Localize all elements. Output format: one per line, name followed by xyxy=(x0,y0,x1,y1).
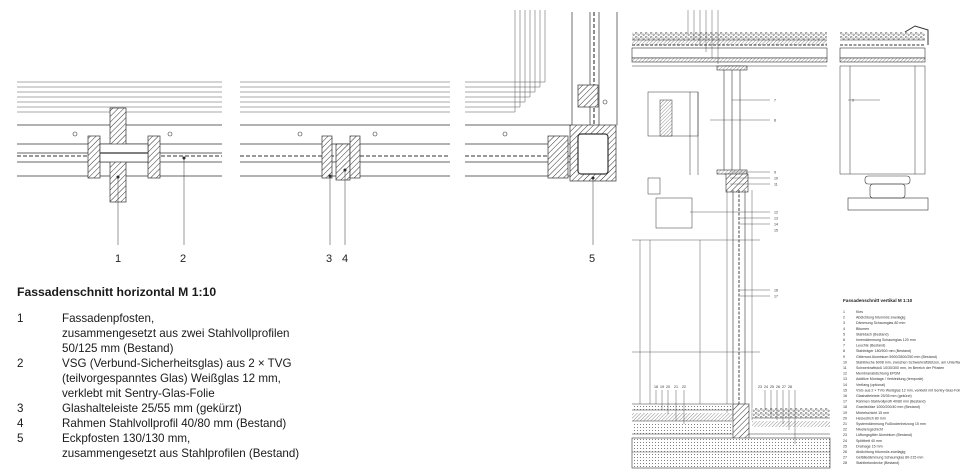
vlegend-number: 16 xyxy=(843,394,847,398)
vcallout-15: 15 xyxy=(774,229,778,233)
callout-3: 3 xyxy=(326,253,332,265)
vcallout-13: 13 xyxy=(774,217,778,221)
vlegend-text: VSG aus 2 × TVG Weißglas 12 mm, verklebt… xyxy=(856,388,960,392)
vcallout-7: 7 xyxy=(774,99,776,103)
vlegend-text: Systemdämmung Fußbodenheizung 15 mm xyxy=(856,422,926,426)
vlegend-number: 24 xyxy=(843,439,847,443)
vlegend-text: Membranabdichtung EPDM xyxy=(856,372,900,376)
vlegend-text: Granitstütze 1000/200/40 mm (Bestand) xyxy=(856,405,920,409)
vlegend-number: 7 xyxy=(843,344,845,348)
vlegend-text: Mörtelschicht 15 mm xyxy=(856,411,889,415)
vcallout-9-left: 9 xyxy=(852,99,854,103)
vlegend-number: 10 xyxy=(843,360,847,364)
vlegend-text: Abdichtung bitumnös zweilagig xyxy=(856,450,905,454)
vertical-callouts: 7 8 9 9 10 11 12 13 14 15 16 17 18 19 20… xyxy=(654,99,854,390)
vcallout-22: 22 xyxy=(682,385,686,389)
vlegend-number: 28 xyxy=(843,461,847,465)
vlegend-number: 14 xyxy=(843,383,847,387)
vlegend-number: 19 xyxy=(843,411,847,415)
vlegend-text: Stahldach (Bestand) xyxy=(856,332,889,336)
horizontal-detail-mullion xyxy=(17,81,222,245)
vlegend-number: 1 xyxy=(843,310,845,314)
vcallout-26: 26 xyxy=(776,385,780,389)
vlegend-number: 5 xyxy=(843,332,845,336)
vlegend-text: Abdichtung bitumnös zweilagig xyxy=(856,316,905,320)
vlegend-number: 11 xyxy=(843,366,847,370)
vlegend-text: Kies xyxy=(856,310,863,314)
vcallout-11: 11 xyxy=(774,183,778,187)
vlegend-text: Bitumen xyxy=(856,327,869,331)
vlegend-text: Glashalteleiste 25/35 mm (gekürzt) xyxy=(856,394,912,398)
vlegend-number: 18 xyxy=(843,405,847,409)
vcallout-8: 8 xyxy=(774,119,776,123)
vlegend-number: 8 xyxy=(843,349,845,353)
callout-1: 1 xyxy=(115,253,121,265)
vlegend-number: 22 xyxy=(843,428,847,432)
callout-2: 2 xyxy=(180,253,186,265)
vlegend-text: Stahlbleche 6008 mm, zwischen Schwerkraf… xyxy=(856,360,960,364)
vcallout-17: 17 xyxy=(774,295,778,299)
vlegend-number: 9 xyxy=(843,355,845,359)
vcallout-12: 12 xyxy=(774,211,778,215)
vlegend-text: Verfiang (optional) xyxy=(856,383,885,387)
vlegend-number: 3 xyxy=(843,321,845,325)
vlegend-number: 17 xyxy=(843,400,847,404)
vlegend-text: Dämmung Schaumglas 80 mm xyxy=(856,321,905,325)
vcallout-20: 20 xyxy=(666,385,670,389)
vlegend-text: Stahlbetondecke (Bestand) xyxy=(856,461,899,465)
vlegend-number: 6 xyxy=(843,338,845,342)
vcallout-10: 10 xyxy=(774,177,778,181)
vlegend-text: Schwerkraftstoß 10/30/300 mm, im Bereich… xyxy=(856,366,944,370)
callout-4: 4 xyxy=(342,253,348,265)
vlegend-text: Niveliersgschicht xyxy=(856,428,883,432)
horizontal-legend-title: Fassadenschnitt horizontal M 1:10 xyxy=(17,285,217,299)
vlegend-number: 13 xyxy=(843,377,847,381)
vcallout-23: 23 xyxy=(758,385,762,389)
vcallout-24: 24 xyxy=(764,385,768,389)
callout-5: 5 xyxy=(589,253,595,265)
vlegend-text: Gitterrost Aluminium 5900/2800/250 mm (B… xyxy=(856,355,937,359)
vlegend-text: Innendämmung Schaumglas 120 mm xyxy=(856,338,916,342)
vlegend-number: 15 xyxy=(843,388,847,392)
vcallout-25: 25 xyxy=(770,385,774,389)
vlegend-number: 2 xyxy=(843,316,845,320)
vlegend-text: Gefälledämmung Schaumglas 80-215 mm xyxy=(856,456,923,460)
vlegend-text: Drainage 15 mm xyxy=(856,444,883,448)
vlegend-text: Heizestrich 80 mm xyxy=(856,416,886,420)
vlegend-text: Additive Montage / Verkleidung (temporär… xyxy=(856,377,923,381)
vlegend-number: 20 xyxy=(843,416,847,420)
vlegend-number: 26 xyxy=(843,450,847,454)
vlegend-number: 21 xyxy=(843,422,847,426)
vertical-legend-title: Fassadenschnitt vertikal M 1:10 xyxy=(843,298,913,303)
vcallout-21: 21 xyxy=(674,385,678,389)
vlegend-text: Leuchte (Bestand) xyxy=(856,344,885,348)
vcallout-18: 18 xyxy=(654,385,658,389)
vlegend-text: Lüftungsgitter Aluminium (Bestand) xyxy=(856,433,912,437)
horizontal-detail-frame xyxy=(240,81,450,245)
vlegend-number: 12 xyxy=(843,372,847,376)
vlegend-number: 23 xyxy=(843,433,847,437)
vcallout-9: 9 xyxy=(774,171,776,175)
horizontal-detail-corner xyxy=(465,10,618,245)
vcallout-27: 27 xyxy=(782,385,786,389)
vlegend-number: 25 xyxy=(843,444,847,448)
vertical-section-drawing xyxy=(631,10,929,469)
vlegend-number: 27 xyxy=(843,456,847,460)
vlegend-text: Stahlträger 180/500 mm (Bestand) xyxy=(856,349,911,353)
vlegend-number: 4 xyxy=(843,327,845,331)
vcallout-28: 28 xyxy=(788,385,792,389)
vcallout-14: 14 xyxy=(774,223,778,227)
vcallout-16: 16 xyxy=(774,289,778,293)
vcallout-19: 19 xyxy=(660,385,664,389)
vlegend-text: Rahmen Stahlvollprofil 40/80 mm (Bestand… xyxy=(856,400,926,404)
vlegend-text: Splittbett 40 mm xyxy=(856,439,882,443)
